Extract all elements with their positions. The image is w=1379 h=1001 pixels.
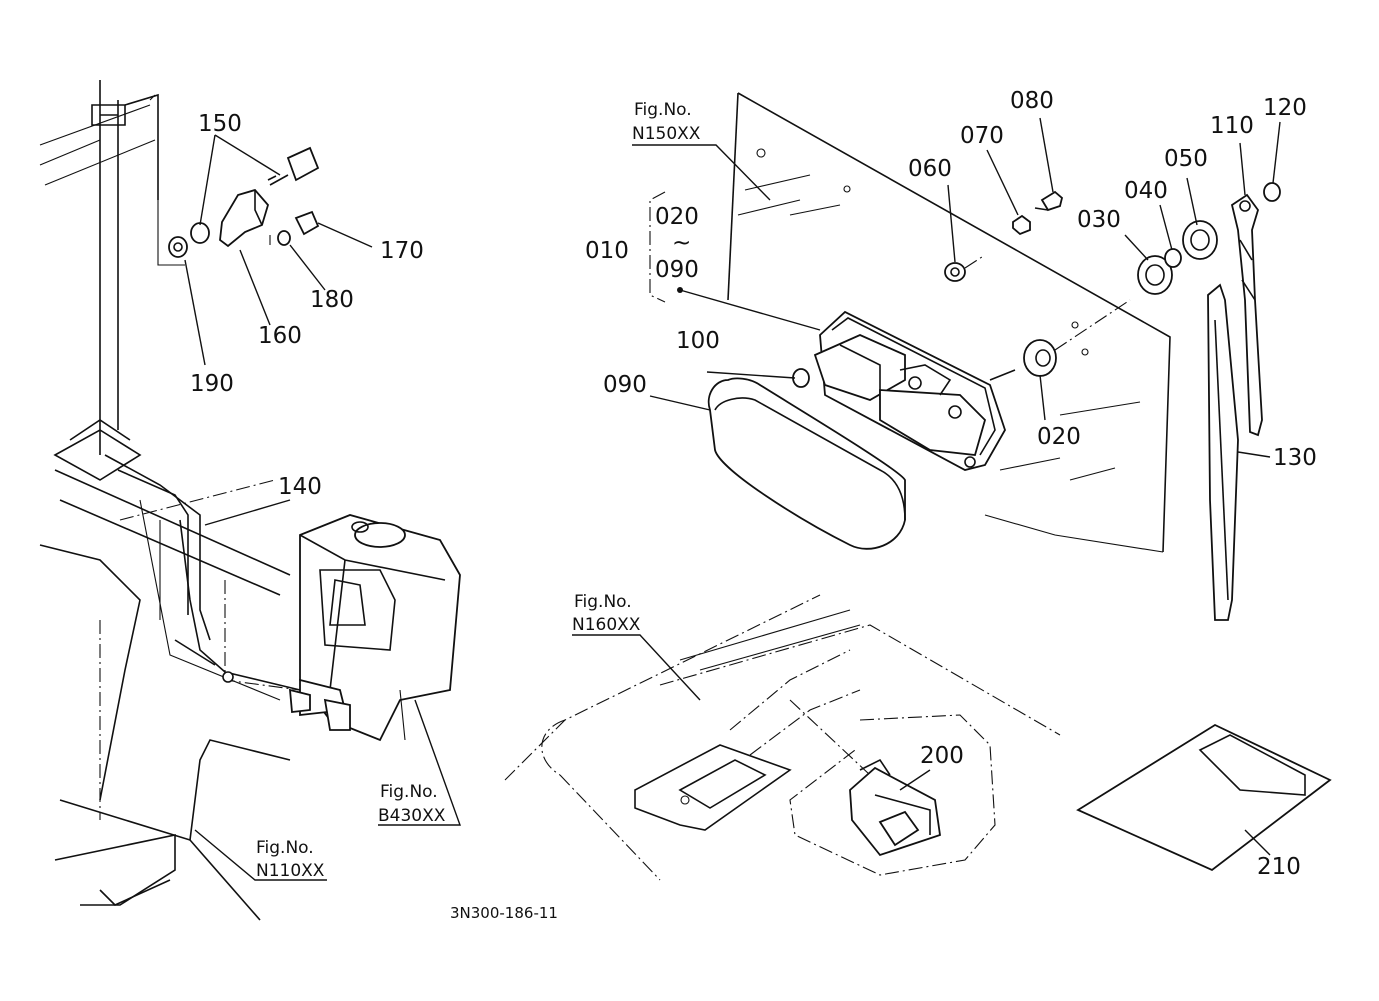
part-label-170: 170 [380, 238, 424, 264]
part-label-200: 200 [920, 743, 964, 769]
part-label-050: 050 [1164, 146, 1208, 172]
washer-tank-part [288, 514, 461, 742]
part-number-labels: 150 170 180 160 190 140 080 070 060 120 … [190, 88, 1317, 880]
left-leader-lines [184, 134, 461, 881]
rear-glass-drawing [727, 92, 1171, 553]
part-label-020: 020 [1037, 424, 1081, 450]
switch-part [849, 758, 941, 857]
operator-manual-part [1076, 723, 1332, 872]
part-label-060: 060 [908, 156, 952, 182]
part-label-030: 030 [1077, 207, 1121, 233]
fig-ref-n160-label: Fig.No. [574, 592, 632, 612]
part-label-070: 070 [960, 123, 1004, 149]
wiper-arm-part [1230, 193, 1263, 437]
part-label-110: 110 [1210, 113, 1254, 139]
part-label-140: 140 [278, 474, 322, 500]
motor-cover-part [707, 377, 906, 550]
wiper-blade-part [1207, 283, 1239, 621]
part-label-180: 180 [310, 287, 354, 313]
bracket-parts [157, 146, 320, 266]
part-label-100: 100 [676, 328, 720, 354]
range-tilde: ~ [672, 230, 691, 256]
part-label-210: 210 [1257, 854, 1301, 880]
part-label-130: 130 [1273, 445, 1317, 471]
part-label-020-range-start: 020 [655, 204, 699, 230]
part-label-190: 190 [190, 371, 234, 397]
part-label-090: 090 [603, 372, 647, 398]
part-label-010: 010 [585, 238, 629, 264]
wiper-motor-part [792, 310, 1016, 471]
part-label-090-range-end: 090 [655, 257, 699, 283]
fig-ref-b430-number: B430XX [378, 806, 446, 826]
fig-ref-n160-number: N160XX [572, 615, 641, 635]
wiper-small-parts [944, 182, 1281, 377]
fig-ref-n110-label: Fig.No. [256, 838, 314, 858]
drawing-code: 3N300-186-11 [450, 904, 558, 922]
fig-ref-n110-number: N110XX [256, 861, 325, 881]
part-label-040: 040 [1124, 178, 1168, 204]
part-label-080: 080 [1010, 88, 1054, 114]
fig-ref-b430-label: Fig.No. [380, 782, 438, 802]
figure-reference-labels: Fig.No. N150XX Fig.No. N160XX Fig.No. B4… [256, 100, 701, 881]
roof-panel-drawing [504, 594, 1061, 881]
top-right-leader-lines [572, 117, 1281, 701]
part-label-160: 160 [258, 323, 302, 349]
fig-ref-n150-number: N150XX [632, 124, 701, 144]
fig-ref-n150-label: Fig.No. [634, 100, 692, 120]
part-label-150: 150 [198, 111, 242, 137]
washer-hose-part [174, 519, 301, 691]
part-label-120: 120 [1263, 95, 1307, 121]
